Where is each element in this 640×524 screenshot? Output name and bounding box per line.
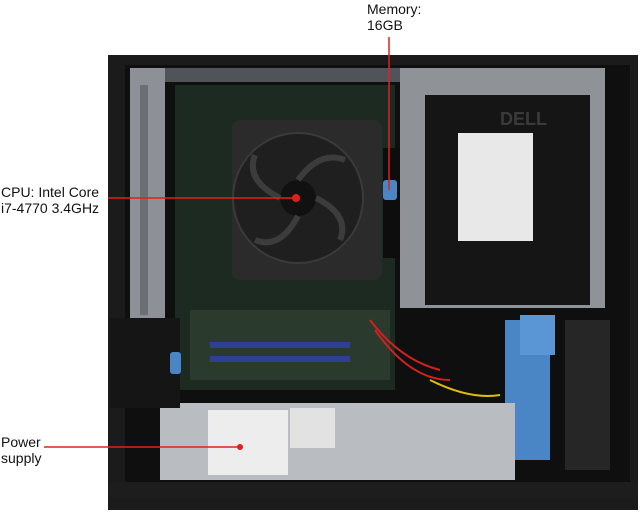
memory-latch (383, 180, 397, 200)
memory-module (383, 148, 401, 258)
psu-callout-line2: supply (1, 450, 42, 466)
cpu-callout-line1: CPU: Intel Core (1, 184, 100, 200)
bottom-rail (108, 482, 638, 497)
dell-logo: DELL (500, 109, 547, 129)
psu-label (208, 410, 288, 475)
rear-grille (565, 320, 610, 470)
pcie-slot (210, 356, 350, 362)
pcie-slot (210, 342, 350, 348)
cpu-callout: CPU: Intel Core i7-4770 3.4GHz (1, 184, 99, 216)
memory-callout: Memory: 16GB (367, 1, 421, 33)
psu-callout-line1: Power (1, 434, 41, 450)
cpu-callout-line2: i7-4770 3.4GHz (1, 200, 100, 216)
drive-label (458, 133, 533, 241)
memory-callout-line2: 16GB (367, 17, 403, 33)
psu-callout: Power supply (1, 434, 41, 466)
power-cables (369, 319, 451, 381)
side-latch (110, 318, 180, 408)
memory-callout-line1: Memory: (367, 1, 422, 17)
